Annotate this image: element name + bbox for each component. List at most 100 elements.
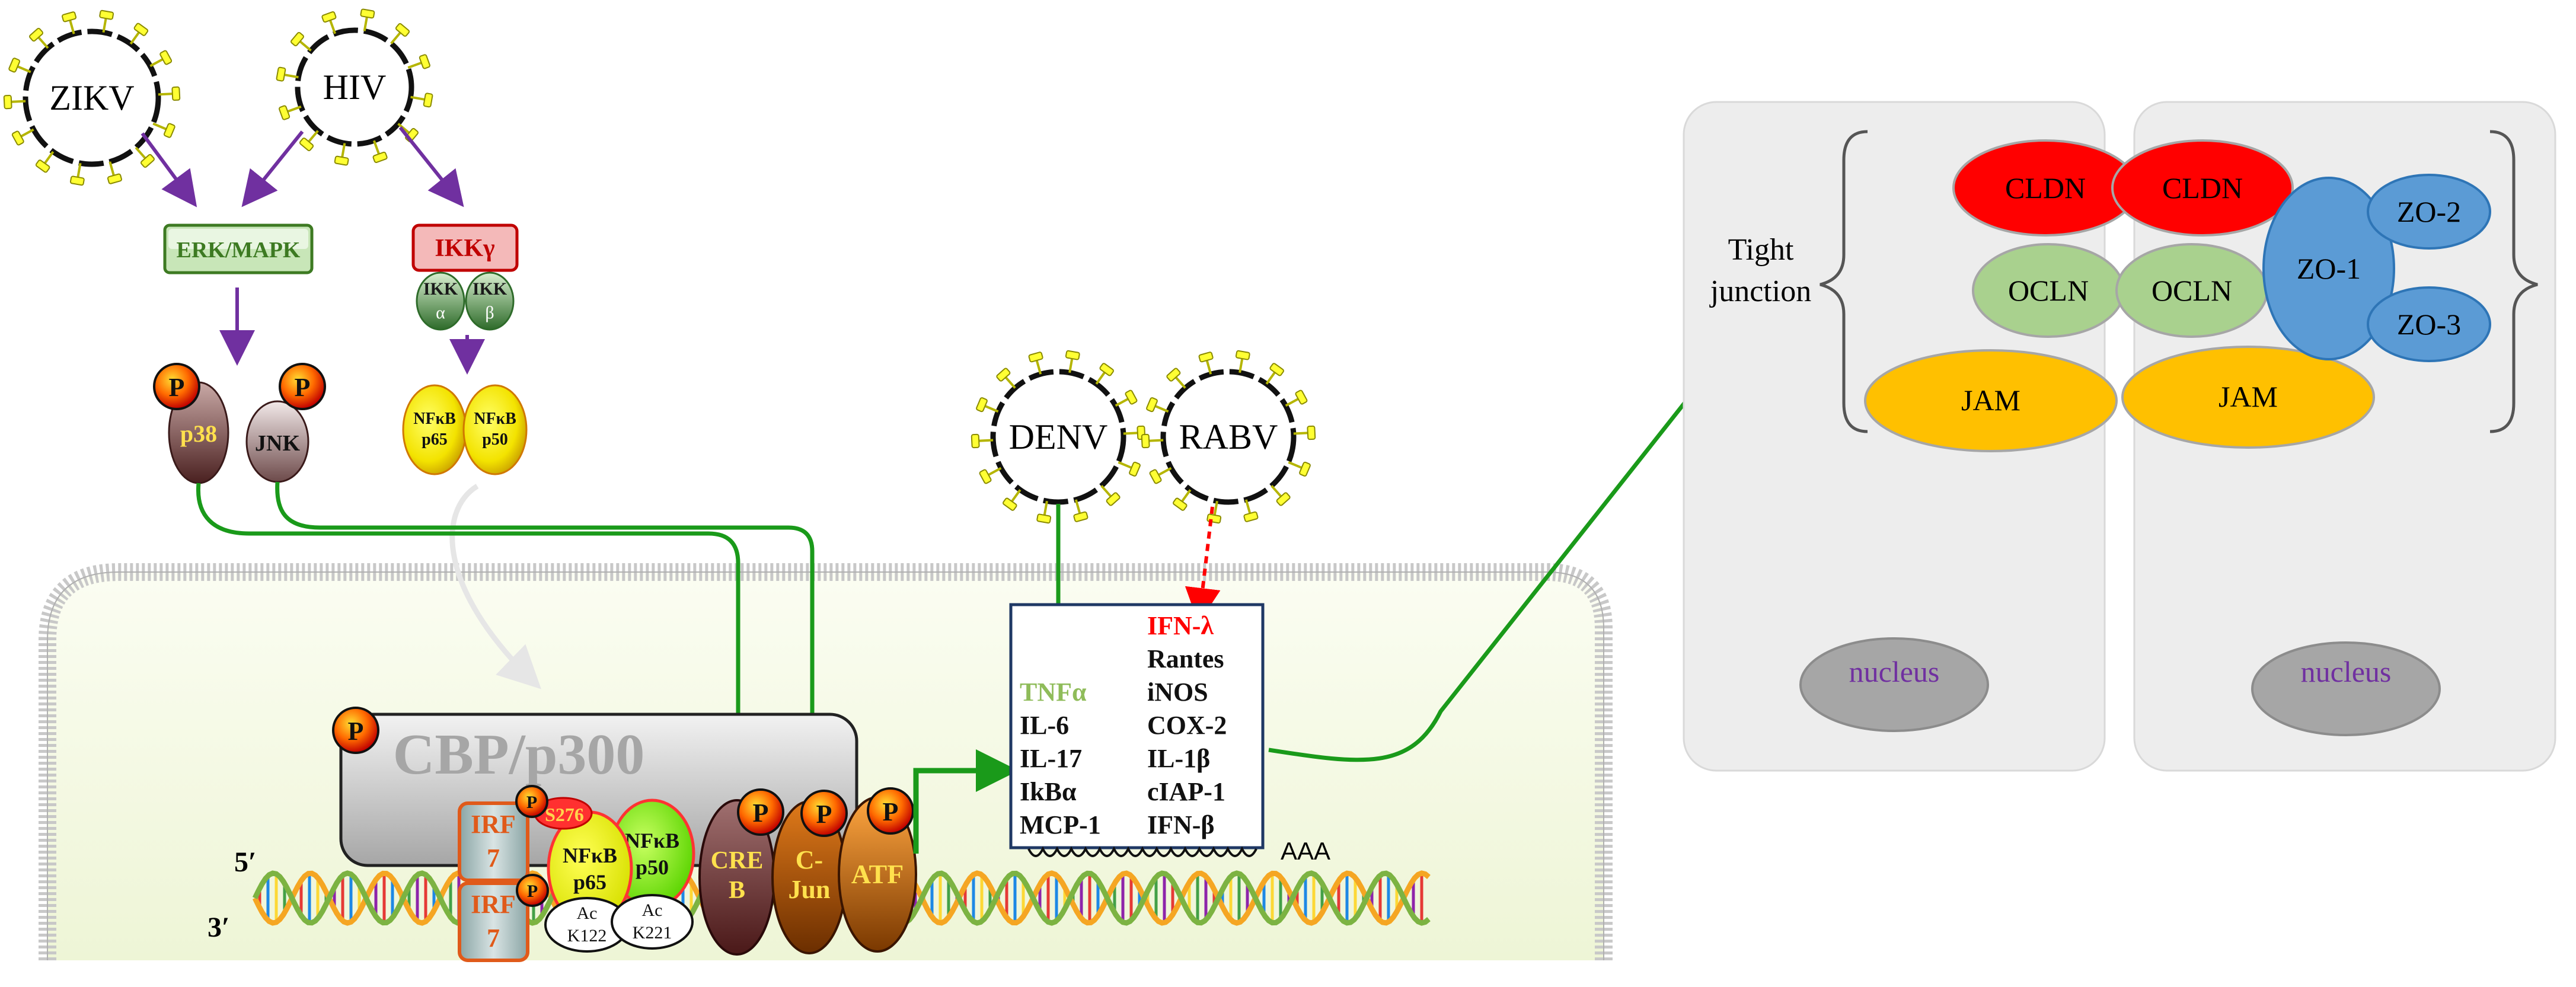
virus-hiv-label: HIV [323, 68, 387, 107]
cytokine-left-item: IkBα [1020, 777, 1077, 806]
cldn-left-label: CLDN [2005, 171, 2086, 205]
virus-spike [4, 95, 26, 109]
ikk-alpha-line2: α [436, 303, 445, 322]
irf7-bottom-line1: IRF [471, 890, 516, 919]
cytokine-box [1009, 603, 1265, 849]
nfkb-p65-line2: p65 [422, 430, 448, 449]
nfkb-translocation-arrow [449, 484, 541, 689]
nfkb-p50-nucleus-line2: p50 [636, 855, 669, 879]
cldn-right: CLDN [2111, 139, 2294, 237]
nfkb-p50-cytoplasm: NFκB p50 [462, 384, 528, 475]
tight-junction-label-line2: junction [1709, 274, 1811, 308]
tight-junction-label-line1: Tight [1728, 233, 1794, 267]
cytokine-right-item: COX-2 [1147, 711, 1227, 740]
cytokine-right-item: IFN-λ [1147, 611, 1214, 640]
ac-k122-line1: Ac [577, 903, 598, 923]
zo-2-label: ZO-2 [2397, 195, 2461, 228]
nfkb-p65-cytoplasm: NFκB p65 [402, 384, 467, 475]
transcription-arrow [913, 749, 1019, 854]
s276-tag: S276 [534, 797, 593, 830]
creb-line1: CRE [711, 847, 764, 874]
cldn-left: CLDN [1952, 139, 2138, 237]
nfkb-p50-nucleus-line1: NFκB [625, 829, 679, 852]
poly-a-label: AAA [1281, 837, 1330, 865]
irf7-bottom-line2: 7 [487, 924, 500, 953]
ikk-beta: IKK β [465, 271, 515, 331]
jam-left: JAM [1864, 349, 2118, 452]
right-brace [2489, 130, 2538, 433]
irf7-top: IRF 7 [458, 801, 529, 882]
cytokine-right-item: IL-1β [1147, 744, 1210, 773]
jam-right-label: JAM [2219, 380, 2278, 413]
phospho-circle [515, 785, 548, 818]
jnk-kinase: JNK [245, 400, 309, 483]
nfkb-p65-nucleus-line2: p65 [573, 870, 607, 894]
irf7-top-line1: IRF [471, 810, 516, 839]
nfkb-p65-nucleus: NFκB p65 [547, 810, 633, 927]
ocln-right: OCLN [2115, 243, 2268, 338]
phospho-circle [516, 874, 549, 907]
left-brace [1820, 130, 1868, 433]
tight-junction-arrow [1268, 322, 1748, 762]
cytokine-left-item: MCP-1 [1020, 810, 1101, 839]
nfkb-p50-line1: NFκB [474, 410, 516, 428]
virus-zikv-label: ZIKV [49, 78, 134, 117]
phospho-label: P [295, 373, 311, 402]
nucleus-left-label: nucleus [1849, 655, 1940, 688]
phospho-circle [153, 363, 200, 410]
nfkb-p65-line1: NFκB [413, 410, 456, 428]
phospho-circle [737, 788, 784, 836]
virus-spike [1142, 433, 1164, 448]
virus-hiv: HIV [295, 27, 414, 147]
cytokine-right-item: IFN-β [1147, 810, 1215, 839]
p38-label: p38 [180, 420, 217, 447]
jam-left-label: JAM [1961, 384, 2020, 417]
virus-spike [1292, 424, 1317, 442]
creb-line2: B [729, 877, 745, 904]
phospho-circle [279, 363, 326, 410]
nfkb-p65-nucleus-line1: NFκB [563, 844, 617, 867]
zo-2: ZO-2 [2367, 174, 2491, 250]
nucleus-right: nucleus [2251, 641, 2441, 736]
ikk-alpha-line1: IKK [423, 279, 458, 299]
virus-denv: DENV [990, 369, 1126, 505]
rabv-arrow [1185, 506, 1221, 624]
green-arrows-kinases [196, 481, 829, 794]
ocln-left-label: OCLN [2008, 274, 2089, 307]
ac-k221: Ac K221 [611, 894, 694, 950]
zo-1: ZO-1 [2262, 177, 2395, 360]
nucleus-right-label: nucleus [2301, 655, 2392, 688]
virus-zikv: ZIKV [23, 28, 161, 167]
ac-k221-line1: Ac [642, 900, 663, 920]
phospho-circle [867, 787, 914, 835]
cytokine-left-item: IL-17 [1020, 744, 1082, 773]
jam-right: JAM [2121, 346, 2375, 449]
virus-denv-label: DENV [1009, 417, 1108, 456]
s276-label: S276 [545, 804, 584, 825]
atf-label: ATF [851, 859, 904, 889]
ac-k122: Ac K122 [544, 897, 630, 953]
phospho-label: P [753, 798, 769, 828]
phospho-label: P [526, 793, 537, 812]
ikk-alpha: IKK α [416, 271, 465, 331]
ikk-gamma-label: IKKγ [435, 235, 495, 262]
dna-five-prime: 5′ [234, 847, 257, 878]
ikk-gamma-box: IKKγ [411, 223, 519, 272]
phospho-label: P [816, 800, 832, 829]
creb: CRE B [698, 799, 775, 956]
virus-rabv: RABV [1160, 369, 1297, 505]
c-jun-line2: Jun [789, 875, 831, 904]
zo-3: ZO-3 [2367, 286, 2491, 362]
ikk-beta-line1: IKK [473, 279, 507, 299]
nfkb-p50-line2: p50 [482, 430, 508, 449]
ac-k221-line2: K221 [633, 923, 672, 943]
virus-rabv-label: RABV [1179, 417, 1278, 456]
irf7-top-line2: 7 [487, 844, 500, 873]
zo-1-label: ZO-1 [2297, 252, 2361, 285]
erk-mapk-box: ERK/MAPK [163, 223, 314, 274]
cytokine-right-item: Rantes [1147, 644, 1224, 673]
